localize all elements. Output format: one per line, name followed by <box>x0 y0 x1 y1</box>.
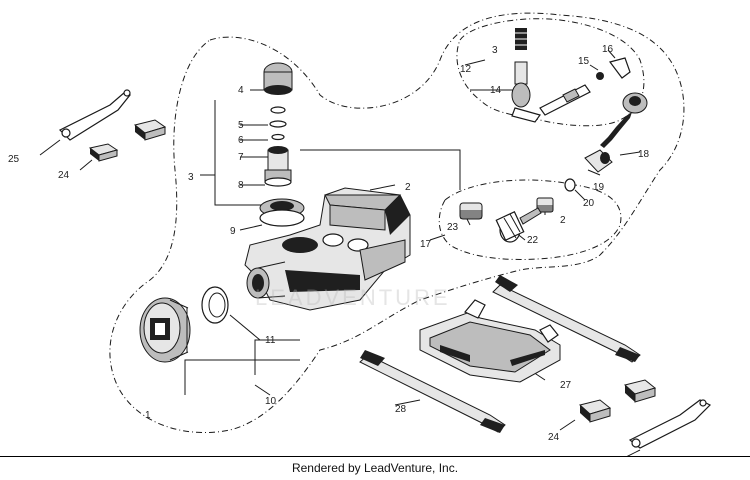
part-5-washer <box>270 106 286 114</box>
filter-connector-tube <box>519 207 542 225</box>
part-2-filter-pad-small <box>536 197 554 213</box>
part-10-tank-cap <box>139 297 191 363</box>
part-19-connector <box>584 149 613 173</box>
part-25-bracket-left <box>58 89 131 141</box>
part-24-pads-left <box>88 119 167 162</box>
callout-2b: 2 <box>560 215 566 226</box>
callout-10: 10 <box>265 396 277 407</box>
part-20-o-ring <box>564 178 576 192</box>
part-14-pick-up-body <box>511 61 541 123</box>
callout-4: 4 <box>238 85 244 96</box>
callout-14: 14 <box>490 85 502 96</box>
part-4-cap <box>263 62 293 95</box>
part-9-filler-neck <box>259 198 305 227</box>
part-24-pads-right <box>578 379 657 423</box>
callout-labels: 1 2 2 3 3 4 5 6 7 8 9 10 11 12 14 15 16 … <box>8 44 650 473</box>
part-3-spring <box>515 28 527 50</box>
callout-23: 23 <box>447 222 459 233</box>
part-22-filter-element <box>495 211 525 243</box>
part-6-ring <box>269 120 287 128</box>
callout-2: 2 <box>405 182 411 193</box>
callout-8: 8 <box>238 180 244 191</box>
callout-18: 18 <box>638 149 650 160</box>
callout-9: 9 <box>230 226 236 237</box>
callout-17: 17 <box>420 239 432 250</box>
callout-24: 24 <box>58 170 70 181</box>
part-15-fuel-hose <box>539 57 631 116</box>
part-8-valve-body <box>264 146 292 187</box>
callout-22: 22 <box>527 235 539 246</box>
callout-1: 1 <box>145 410 151 421</box>
callout-11: 11 <box>265 335 276 346</box>
part-28-strap-lower-left <box>359 350 506 433</box>
part-7-washer <box>271 133 285 141</box>
watermark: LEADVENTURE <box>255 285 451 310</box>
callout-7: 7 <box>238 152 244 163</box>
callout-16: 16 <box>602 44 614 55</box>
assembly-boundary-main <box>109 12 685 434</box>
callout-27: 27 <box>560 380 572 391</box>
callout-6: 6 <box>238 135 244 146</box>
assembly-boundary-filter <box>438 179 622 260</box>
callout-5: 5 <box>238 120 244 131</box>
callout-3: 3 <box>492 45 498 56</box>
callout-28: 28 <box>395 404 407 415</box>
part-11-gasket <box>201 286 229 324</box>
part-2-fuel-tank <box>244 187 411 311</box>
part-25-bracket-right <box>628 399 712 449</box>
callout-12: 12 <box>460 64 472 75</box>
tank-spout <box>246 261 286 299</box>
callout-15: 15 <box>578 56 590 67</box>
part-23-filter-pad <box>459 202 483 220</box>
footer-text: Rendered by LeadVenture, Inc. <box>291 461 459 475</box>
strap-upper-right <box>492 275 641 363</box>
exploded-view-svg: 1 2 2 3 3 4 5 6 7 8 9 10 11 12 14 15 16 … <box>8 12 712 473</box>
callout-20: 20 <box>583 198 595 209</box>
callout-24b: 24 <box>548 432 560 443</box>
footer: Rendered by LeadVenture, Inc. <box>0 456 750 480</box>
part-18-fuel-line-filter <box>600 92 648 148</box>
callout-25: 25 <box>8 154 20 165</box>
part-27-mount-tray <box>419 299 561 383</box>
callout-19: 19 <box>593 182 605 193</box>
assembly-boundary-tube <box>456 18 645 127</box>
callout-3b: 3 <box>188 172 194 183</box>
leader-lines <box>39 49 641 461</box>
